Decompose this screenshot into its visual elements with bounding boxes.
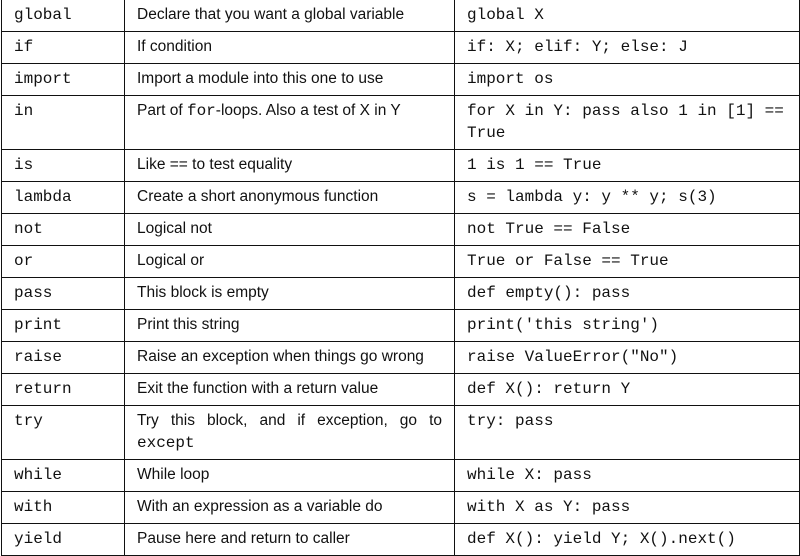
- table-row: lambda Create a short anonymous function…: [1, 181, 800, 214]
- example-cell: def X(): yield Y; X().next(): [454, 523, 800, 556]
- inline-code: except: [137, 434, 195, 452]
- table-row: with With an expression as a variable do…: [1, 491, 800, 524]
- keyword-cell: print: [1, 309, 125, 342]
- description-text: Part of: [137, 102, 187, 119]
- example-cell: for X in Y: pass also 1 in [1] == True: [454, 95, 800, 150]
- inline-code: for: [186, 102, 216, 120]
- table-row: pass This block is empty def empty(): pa…: [1, 277, 800, 310]
- example-cell: 1 is 1 == True: [454, 149, 800, 182]
- table-row: in Part of for-loops. Also a test of X i…: [1, 95, 800, 150]
- table-row: global Declare that you want a global va…: [1, 0, 800, 32]
- keyword-cell: pass: [1, 277, 125, 310]
- keyword-cell: or: [1, 245, 125, 278]
- example-cell: global X: [454, 0, 800, 32]
- example-cell: True or False == True: [454, 245, 800, 278]
- keyword-cell: lambda: [1, 181, 125, 214]
- keyword-cell: yield: [1, 523, 125, 556]
- description-cell: Import a module into this one to use: [124, 63, 455, 96]
- keyword-cell: import: [1, 63, 125, 96]
- keyword-cell: in: [1, 95, 125, 150]
- table-row: print Print this string print('this stri…: [1, 309, 800, 342]
- description-cell: Logical or: [124, 245, 455, 278]
- description-cell: Raise an exception when things go wrong: [124, 341, 455, 374]
- table-row: import Import a module into this one to …: [1, 63, 800, 96]
- description-cell: This block is empty: [124, 277, 455, 310]
- description-cell: Part of for-loops. Also a test of X in Y: [124, 95, 455, 150]
- keyword-cell: global: [1, 0, 125, 32]
- table-row: yield Pause here and return to caller de…: [1, 523, 800, 556]
- example-cell: def X(): return Y: [454, 373, 800, 406]
- description-cell: Logical not: [124, 213, 455, 246]
- description-cell: Create a short anonymous function: [124, 181, 455, 214]
- keyword-cell: not: [1, 213, 125, 246]
- example-cell: if: X; elif: Y; else: J: [454, 31, 800, 64]
- example-cell: import os: [454, 63, 800, 96]
- table-row: is Like == to test equality 1 is 1 == Tr…: [1, 149, 800, 182]
- example-cell: print('this string'): [454, 309, 800, 342]
- keyword-cell: while: [1, 459, 125, 492]
- example-cell: s = lambda y: y ** y; s(3): [454, 181, 800, 214]
- description-cell: While loop: [124, 459, 455, 492]
- example-cell: while X: pass: [454, 459, 800, 492]
- example-cell: def empty(): pass: [454, 277, 800, 310]
- keyword-cell: if: [1, 31, 125, 64]
- keyword-cell: return: [1, 373, 125, 406]
- description-text: -loops. Also a test of X in Y: [215, 102, 401, 119]
- keyword-cell: is: [1, 149, 125, 182]
- table-row: if If condition if: X; elif: Y; else: J: [1, 31, 800, 64]
- table-row: or Logical or True or False == True: [1, 245, 800, 278]
- example-cell: not True == False: [454, 213, 800, 246]
- example-cell: with X as Y: pass: [454, 491, 800, 524]
- table-row: while While loop while X: pass: [1, 459, 800, 492]
- example-cell: try: pass: [454, 405, 800, 460]
- table-row: not Logical not not True == False: [1, 213, 800, 246]
- table-row: return Exit the function with a return v…: [1, 373, 800, 406]
- table-row: try Try this block, and if exception, go…: [1, 405, 800, 460]
- example-cell: raise ValueError("No"): [454, 341, 800, 374]
- description-text: Try this block, and if exception, go to: [137, 412, 442, 429]
- description-cell: Declare that you want a global variable: [124, 0, 455, 32]
- description-cell: Try this block, and if exception, go to …: [124, 405, 455, 460]
- description-cell: Exit the function with a return value: [124, 373, 455, 406]
- description-cell: Print this string: [124, 309, 455, 342]
- keyword-cell: with: [1, 491, 125, 524]
- table-row: raise Raise an exception when things go …: [1, 341, 800, 374]
- keyword-cell: try: [1, 405, 125, 460]
- keyword-cell: raise: [1, 341, 125, 374]
- description-cell: Like == to test equality: [124, 149, 455, 182]
- description-cell: With an expression as a variable do: [124, 491, 455, 524]
- description-cell: If condition: [124, 31, 455, 64]
- description-cell: Pause here and return to caller: [124, 523, 455, 556]
